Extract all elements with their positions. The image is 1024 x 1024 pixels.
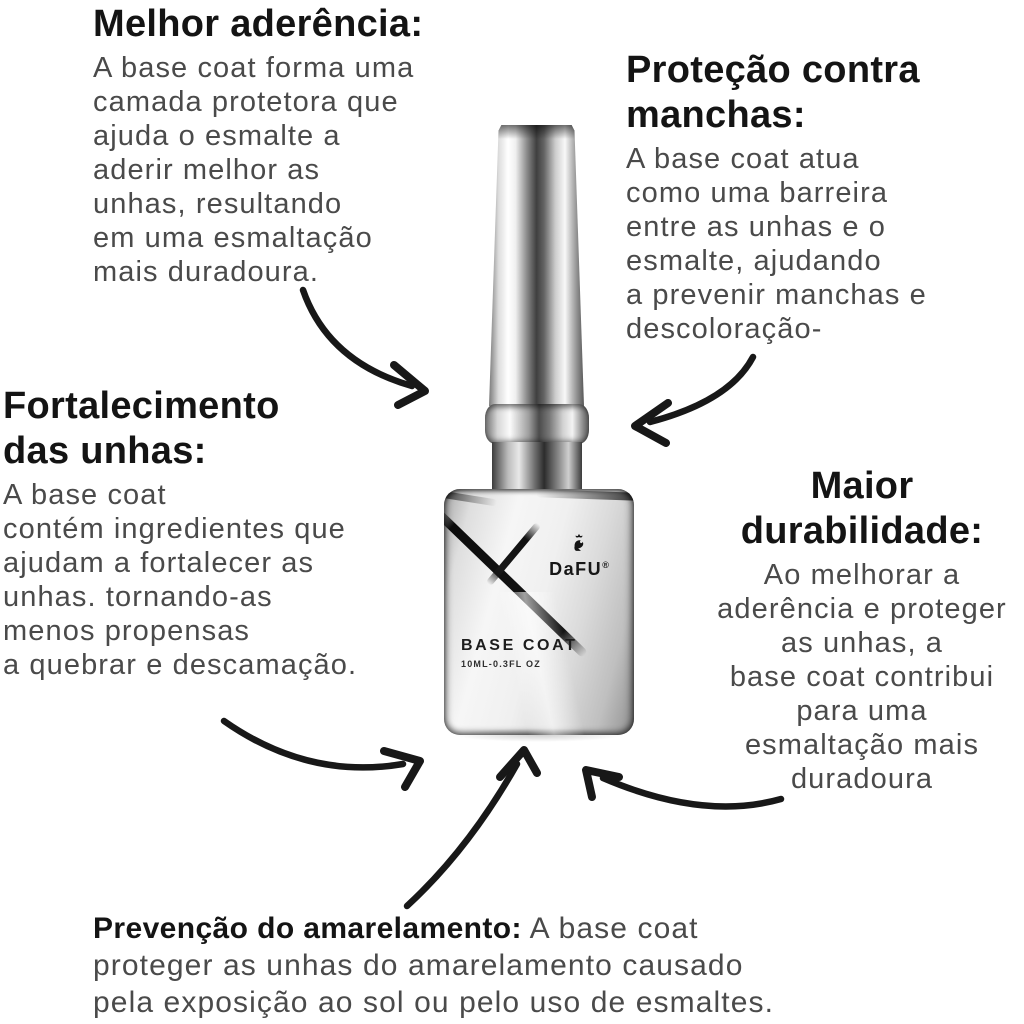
benefit-body: Ao melhorar a aderência e proteger as un… <box>717 559 1007 795</box>
reflection-streak <box>485 521 542 587</box>
benefit-protecao-contra-manchas: Proteção contra manchas: A base coat atu… <box>626 48 966 346</box>
edge-shadow <box>535 489 634 501</box>
benefit-heading-inline: Prevenção do amarelamento: <box>93 912 522 945</box>
benefit-heading: Proteção contra manchas: <box>626 49 920 136</box>
dafu-bird-icon <box>574 533 584 551</box>
label-title: BASE COAT <box>461 637 578 654</box>
benefit-heading: Melhor aderência: <box>93 3 424 45</box>
registered-mark: ® <box>602 560 609 570</box>
benefit-melhor-aderencia: Melhor aderência: A base coat forma uma … <box>93 2 473 289</box>
glass-sheen <box>444 592 634 735</box>
benefit-body-text: A base coat proteger as unhas do amarela… <box>93 912 775 1019</box>
benefit-fortalecimento-das-unhas: Fortalecimento das unhas: A base coat co… <box>3 384 463 682</box>
reflection-streak <box>444 505 589 659</box>
bottle-body: DaFU® BASE COAT 10ML-0.3FL OZ <box>444 489 634 735</box>
arrow-top-right-to-bottle <box>631 353 757 447</box>
benefit-prevencao-do-amarelamento: Prevenção do amarelamento: A base coat p… <box>93 910 983 1021</box>
bottle-label: BASE COAT 10ML-0.3FL OZ <box>461 637 577 669</box>
benefit-body: Prevenção do amarelamento: A base coat p… <box>93 910 983 1021</box>
arrow-bottom-to-bottle <box>403 746 541 910</box>
bottle-cap <box>489 125 584 406</box>
label-volume: 10ML-0.3FL OZ <box>461 659 541 669</box>
bottle-cap-collar <box>485 404 589 444</box>
benefit-heading: Fortalecimento das unhas: <box>3 385 280 472</box>
benefit-body: A base coat contém ingredientes que ajud… <box>3 479 358 681</box>
benefit-body: A base coat atua como uma barreira entre… <box>626 143 927 345</box>
arrow-mid-left-to-bottle <box>220 717 424 791</box>
benefit-maior-durabilidade: Maior durabilidade: Ao melhorar a aderên… <box>700 464 1024 796</box>
bottle-shadow <box>454 728 624 742</box>
benefit-body: A base coat forma uma camada protetora q… <box>93 52 415 288</box>
brand-logo: DaFU® <box>536 533 622 578</box>
benefit-heading: Maior durabilidade: <box>740 465 984 552</box>
brand-name: DaFU® <box>549 559 609 579</box>
bottle-neck <box>492 442 582 494</box>
